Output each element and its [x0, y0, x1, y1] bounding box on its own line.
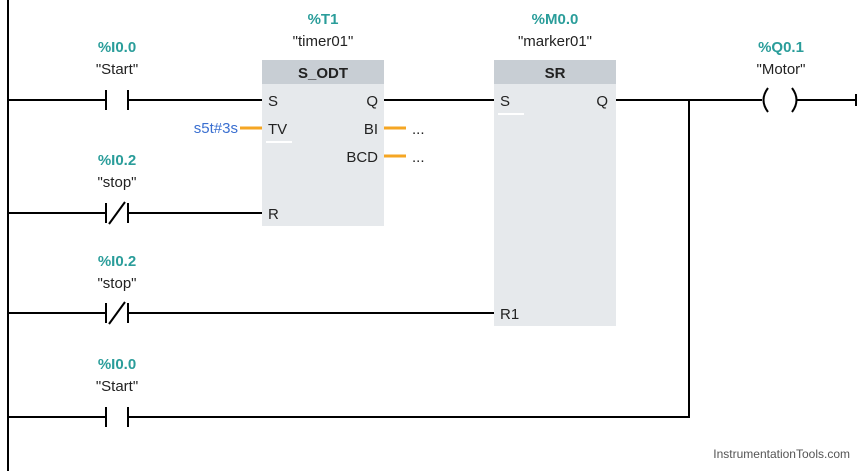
timer-bcd-value[interactable]: ...	[412, 149, 425, 166]
sr-tag: "marker01"	[518, 33, 592, 50]
contact-stop-1-address: %I0.2	[98, 152, 136, 169]
timer-block-header	[262, 60, 384, 84]
contact-start-1-tag: "Start"	[96, 61, 138, 78]
sr-pin-q: Q	[596, 93, 608, 110]
timer-pin-s: S	[268, 93, 278, 110]
timer-pin-bi: BI	[364, 121, 378, 138]
timer-pin-tv: TV	[268, 121, 287, 138]
contact-stop-2-tag: "stop"	[97, 275, 136, 292]
timer-pin-r: R	[268, 206, 279, 223]
timer-tv-value[interactable]: s5t#3s	[194, 120, 238, 137]
contact-stop-1-nc-slash	[108, 201, 126, 225]
timer-address: %T1	[308, 11, 339, 28]
timer-pin-q: Q	[366, 93, 378, 110]
timer-tag: "timer01"	[293, 33, 354, 50]
coil-motor-right-arc	[791, 87, 798, 113]
sr-pin-s: S	[500, 93, 510, 110]
timer-bi-value[interactable]: ...	[412, 121, 425, 138]
coil-motor-left-arc	[762, 87, 769, 113]
sr-pin-r1: R1	[500, 306, 519, 323]
coil-motor-tag: "Motor"	[757, 61, 806, 78]
contact-stop-1-tag: "stop"	[97, 174, 136, 191]
watermark: InstrumentationTools.com	[713, 447, 850, 461]
coil-motor-address: %Q0.1	[758, 39, 804, 56]
contact-start-2-address: %I0.0	[98, 356, 136, 373]
contact-stop-2-address: %I0.2	[98, 253, 136, 270]
contact-stop-2-nc-slash	[108, 301, 126, 325]
contact-start-2-tag: "Start"	[96, 378, 138, 395]
sr-block-title: SR	[545, 65, 566, 82]
sr-block[interactable]	[494, 60, 616, 326]
contact-start-1-address: %I0.0	[98, 39, 136, 56]
sr-address: %M0.0	[532, 11, 579, 28]
timer-block-title: S_ODT	[298, 65, 348, 82]
sr-block-header	[494, 60, 616, 84]
timer-pin-bcd: BCD	[346, 149, 378, 166]
